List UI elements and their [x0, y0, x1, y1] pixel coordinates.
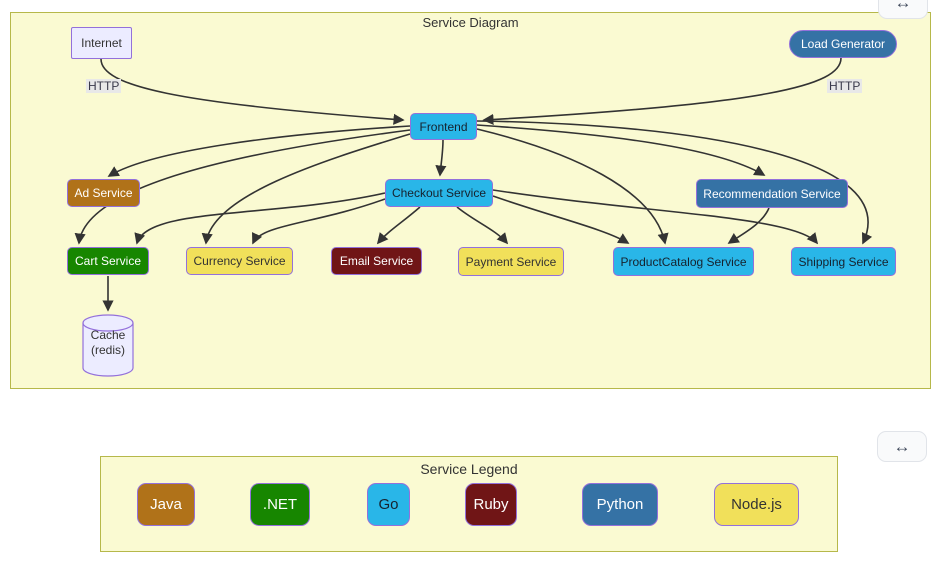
- cylinder-shape: [82, 314, 134, 377]
- diagram-title: Service Diagram: [422, 15, 519, 30]
- node-email-service: Email Service: [331, 247, 422, 275]
- node-shipping-service: Shipping Service: [791, 247, 896, 276]
- node-currency-service: Currency Service: [186, 247, 293, 275]
- resize-horizontal-icon: ↔: [894, 0, 912, 12]
- legend-item-go: Go: [367, 483, 410, 526]
- resize-horizontal-icon: ↔: [893, 436, 911, 456]
- node-cache-redis: Cache (redis): [82, 314, 134, 378]
- legend-item-python: Python: [582, 483, 658, 526]
- expand-legend-button[interactable]: ↔: [877, 431, 927, 462]
- cache-label: Cache (redis): [90, 328, 126, 357]
- legend-item-nodejs: Node.js: [714, 483, 799, 526]
- node-payment-service: Payment Service: [458, 247, 564, 276]
- legend-item-ruby: Ruby: [465, 483, 517, 526]
- node-checkout-service: Checkout Service: [385, 179, 493, 207]
- edge-label-http-internet: HTTP: [86, 79, 122, 93]
- node-cart-service: Cart Service: [67, 247, 149, 275]
- node-ad-service: Ad Service: [67, 179, 140, 207]
- edge-label-http-load-generator: HTTP: [827, 79, 863, 93]
- node-frontend: Frontend: [410, 113, 477, 140]
- expand-diagram-button[interactable]: ↔: [878, 0, 928, 19]
- node-productcatalog-service: ProductCatalog Service: [613, 247, 754, 276]
- legend-item-dotnet: .NET: [250, 483, 310, 526]
- legend-title: Service Legend: [420, 461, 518, 477]
- node-recommendation-service: Recommendation Service: [696, 179, 848, 208]
- node-internet: Internet: [71, 27, 132, 59]
- node-load-generator: Load Generator: [789, 30, 897, 58]
- legend-item-java: Java: [137, 483, 195, 526]
